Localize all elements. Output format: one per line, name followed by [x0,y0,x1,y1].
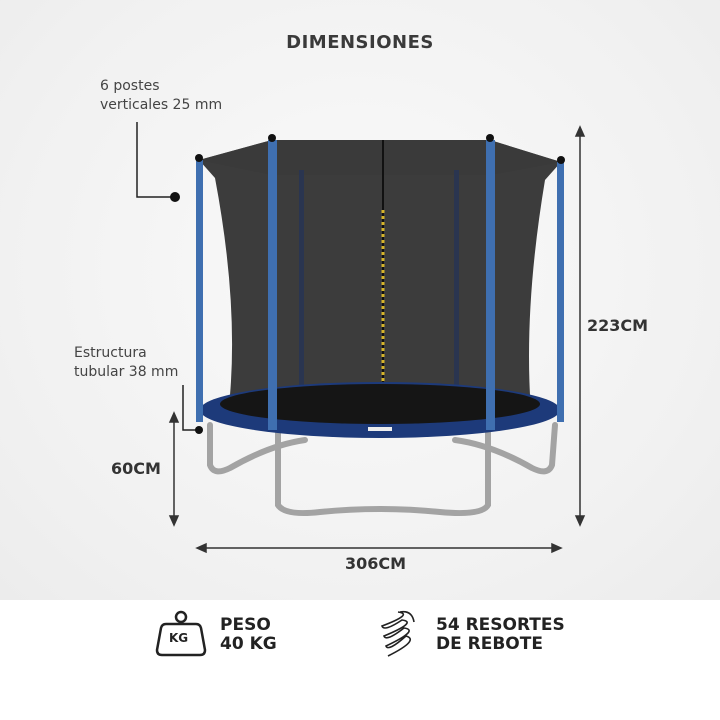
posts-annotation: 6 postes verticales 25 mm [100,77,222,115]
frame-leader-line [182,385,196,431]
feature-weight-line1: PESO [220,615,271,635]
jumping-mat [220,384,540,424]
frame-annotation-line1: Estructura [74,345,147,361]
posts-annotation-line2: verticales 25 mm [100,97,223,113]
posts-annotation-line1: 6 postes [100,78,160,94]
feature-springs-line2: DE REBOTE [436,634,543,654]
weight-icon [155,610,207,657]
diameter-label: 306CM [345,554,407,573]
weight-icon-text: KG [169,631,189,645]
spring-icon [380,610,415,657]
frame-annotation: Estructura tubular 38 mm [74,344,178,382]
total-height-label: 223CM [587,316,649,335]
dimension-arrows [168,125,586,554]
frame-height-label: 60CM [111,459,161,478]
feature-springs-line1: 54 RESORTES [436,615,565,635]
vertical-posts [196,140,564,430]
frame-annotation-line2: tubular 38 mm [74,364,179,380]
feature-springs: 54 RESORTES DE REBOTE [436,616,565,654]
safety-net [199,140,561,395]
feature-weight: PESO 40 KG [220,616,277,654]
posts-leader-line [136,122,174,198]
feature-weight-line2: 40 KG [220,634,277,654]
trampoline-legs [207,422,558,517]
page-title: DIMENSIONES [286,32,434,53]
